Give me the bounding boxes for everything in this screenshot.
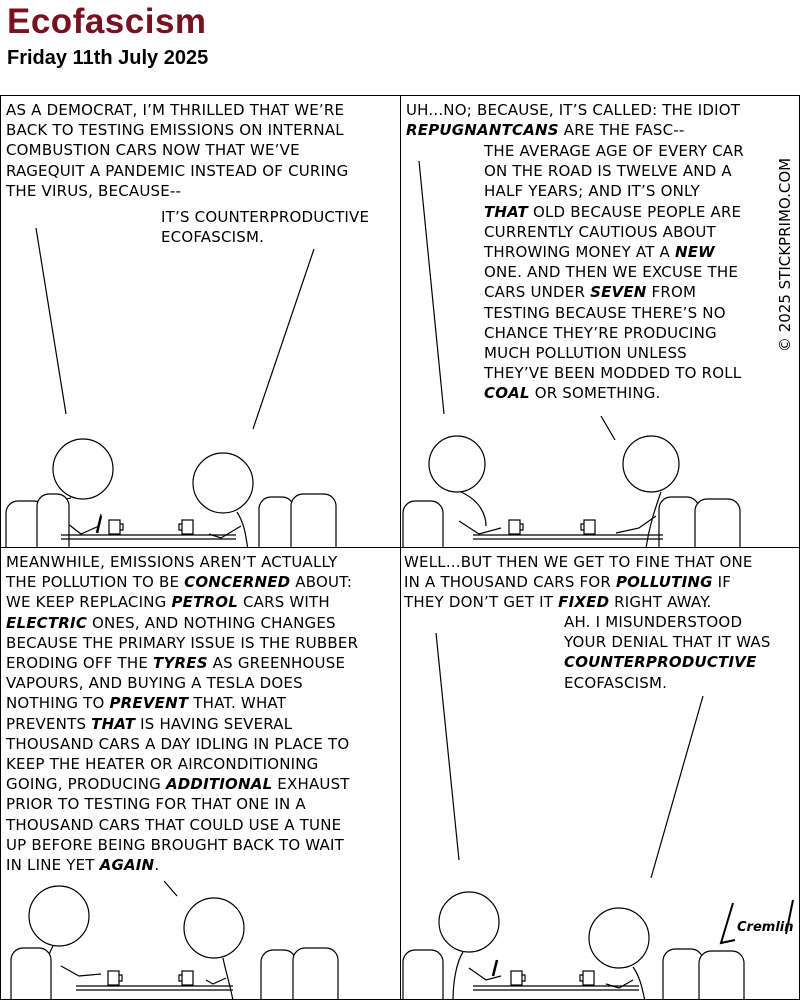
speech-line: chance they’re producing: [484, 323, 717, 342]
speech-line: your denial that it was: [564, 633, 771, 652]
copyright-notice: © 2025 STICKPRIMO.COM: [767, 96, 799, 547]
speech-line: that old because people are: [484, 202, 742, 221]
emphasized-word: polluting: [615, 573, 713, 592]
emphasized-word: coal: [484, 384, 530, 403]
speech-line: coal or something.: [484, 384, 661, 403]
panel-4-speech-right: Ah. I misunderstood your denial that it w…: [564, 612, 771, 693]
panel-2: Uh...no; because, it’s called: the idiot…: [400, 95, 800, 548]
emphasized-word: petrol: [171, 593, 238, 612]
panel-4-art: [402, 632, 794, 999]
emphasized-word: electric: [6, 613, 88, 632]
speech-line: eroding off the tyres as greenhouse: [6, 654, 346, 673]
emphasized-word: seven: [590, 283, 647, 302]
panel-1-speech-right: It’s counterproductive ecofascism.: [161, 207, 369, 247]
speech-line: we keep replacing petrol cars with: [6, 593, 330, 612]
speech-line: counterproductive: [564, 652, 771, 672]
speech-line: on the road is twelve and a: [484, 162, 732, 181]
panel-1: As a democrat, I’m thrilled that we’re ba…: [0, 95, 401, 548]
emphasized-word: that: [484, 202, 528, 221]
panel-3-speech: Meanwhile, emissions aren’t actually the …: [6, 552, 358, 875]
comic-date: Friday 11th July 2025: [7, 47, 209, 69]
speech-line: testing because there’s no: [484, 303, 726, 322]
speech-line: vapours, and buying a Tesla does: [6, 674, 303, 693]
speech-line: they don’t get it fixed right away.: [404, 593, 712, 612]
comic-title: Ecofascism: [7, 2, 207, 41]
speech-line: cars under seven from: [484, 283, 697, 302]
panel-2-speech-right: The average age of every car on the road …: [484, 141, 744, 404]
panel-4-speech-left: Well...but then we get to fine that one i…: [404, 552, 753, 613]
emphasized-word: additional: [165, 775, 273, 794]
speech-line: the pollution to be concerned about:: [6, 573, 353, 592]
emphasized-word: fixed: [558, 593, 610, 612]
emphasized-word: again: [99, 856, 155, 875]
emphasized-word: Repugnantcans: [406, 121, 559, 140]
speech-line: Uh...no; because, it’s called: the idiot: [406, 101, 741, 119]
speech-line: electric ones, and nothing changes: [6, 613, 336, 632]
panel-1-speech-left: As a democrat, I’m thrilled that we’re ba…: [6, 100, 348, 201]
speech-line: prevents that is having several: [6, 714, 293, 733]
speech-line: because the primary issue is the rubber: [6, 633, 359, 652]
speech-line: combustion cars now that we’ve: [6, 141, 300, 160]
speech-line: ecofascism.: [161, 228, 265, 247]
speech-line: thousand cars a day idling in place to: [6, 734, 350, 753]
speech-line: in line yet again.: [6, 856, 160, 875]
speech-line: in a thousand cars for polluting if: [404, 573, 732, 592]
emphasized-word: counterproductive: [564, 653, 757, 672]
speech-line: ragequit a pandemic instead of curing: [6, 161, 349, 180]
speech-line: It’s counterproductive: [161, 208, 370, 226]
speech-line: Meanwhile, emissions aren’t actually: [6, 553, 338, 571]
panel-2-art: [402, 160, 741, 547]
speech-line: nothing to prevent that. What: [6, 694, 287, 713]
speech-line: keep the heater or airconditioning: [6, 755, 319, 774]
speech-line: back to testing emissions on internal: [6, 121, 344, 140]
speech-line: they’ve been modded to roll: [484, 364, 742, 383]
speech-line: half years; and it’s only: [484, 182, 700, 201]
signature-mark: [719, 899, 794, 945]
panel-3: Meanwhile, emissions aren’t actually the …: [0, 547, 401, 1000]
speech-line: Ah. I misunderstood: [564, 613, 743, 631]
panel-4: Well...but then we get to fine that one i…: [400, 547, 800, 1000]
speech-line: up before being brought back to wait: [6, 835, 344, 854]
speech-line: As a democrat, I’m thrilled that we’re: [6, 101, 345, 119]
speech-line: prior to testing for that one in a: [6, 795, 306, 814]
speech-line: throwing money at a new: [484, 243, 715, 262]
emphasized-word: concerned: [184, 573, 291, 592]
comic-strip: As a democrat, I’m thrilled that we’re ba…: [0, 95, 800, 1000]
speech-line: the virus, because--: [6, 181, 182, 200]
speech-line: The average age of every car: [484, 142, 744, 160]
speech-line: ecofascism.: [564, 673, 668, 692]
emphasized-word: new: [674, 243, 715, 262]
emphasized-word: that: [91, 714, 136, 733]
copyright-text: © 2025 STICKPRIMO.COM: [776, 157, 794, 352]
artist-signature: Cremlin: [737, 920, 794, 935]
speech-line: much pollution unless: [484, 344, 687, 363]
speech-line: Repugnantcans are the fasc--: [406, 121, 685, 140]
emphasized-word: tyres: [153, 654, 208, 673]
speech-line: Well...but then we get to fine that one: [404, 553, 753, 571]
panel-1-art: [5, 227, 337, 547]
speech-line: one. And then we excuse the: [484, 263, 739, 282]
speech-line: currently cautious about: [484, 222, 716, 241]
speech-line: going, producing additional exhaust: [6, 775, 350, 794]
panel-3-art: [10, 880, 339, 999]
speech-line: thousand cars that could use a tune: [6, 815, 342, 834]
emphasized-word: prevent: [109, 694, 189, 713]
panel-2-speech-left: Uh...no; because, it’s called: the idiot…: [406, 100, 740, 140]
